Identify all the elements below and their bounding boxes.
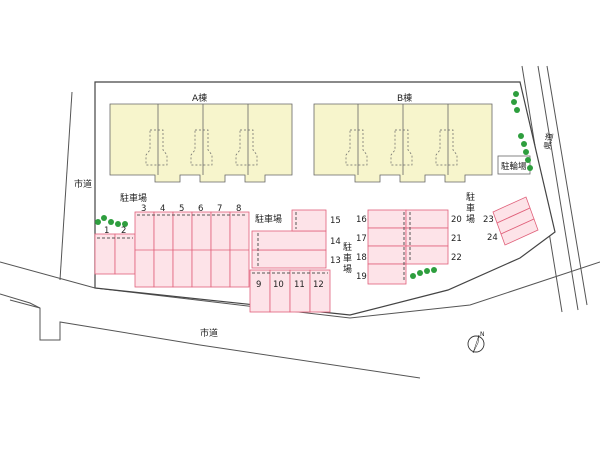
space-13	[251, 249, 327, 269]
side-road-edge	[9, 299, 41, 309]
space-number-9: 9	[256, 280, 261, 290]
space-18	[367, 245, 407, 265]
building-a-stairs	[145, 129, 258, 166]
space-20	[405, 209, 449, 229]
space-number-6: 6	[198, 204, 203, 214]
svg-text:N: N	[480, 331, 485, 338]
space-number-20: 20	[451, 215, 462, 225]
space-number-14: 14	[330, 237, 341, 247]
space-number-11: 11	[294, 280, 305, 290]
space-number-21: 21	[451, 234, 462, 244]
space-12	[309, 269, 331, 313]
space-number-18: 18	[356, 253, 367, 263]
space-number-13: 13	[330, 256, 341, 266]
trees	[95, 91, 533, 279]
svg-text:場: 場	[343, 263, 352, 275]
space-5	[172, 211, 193, 288]
city-road-west-edge	[59, 91, 73, 281]
space-1	[94, 233, 116, 275]
svg-text:駐: 駐	[343, 241, 352, 253]
building-b	[313, 103, 493, 183]
space-number-19: 19	[356, 272, 367, 282]
space-number-24: 24	[487, 233, 498, 243]
building-b-label: B棟	[397, 92, 412, 104]
svg-text:駐: 駐	[466, 191, 475, 203]
prefectural-road-edge-2	[537, 65, 579, 311]
city-road-south-upper-edge	[0, 261, 600, 319]
space-14	[251, 230, 327, 251]
city-road-south-lower-edge	[0, 293, 421, 379]
space-6	[191, 211, 212, 288]
parking-markers	[97, 212, 411, 282]
space-10	[269, 269, 291, 313]
space-17	[367, 227, 407, 247]
road-label-city-west: 市道	[74, 178, 92, 190]
space-19	[367, 263, 407, 285]
space-number-2: 2	[121, 226, 126, 236]
parking-label-left: 駐車場	[120, 192, 147, 204]
space-number-15: 15	[330, 216, 341, 226]
space-11	[289, 269, 311, 313]
space-number-1: 1	[104, 226, 109, 236]
parking-label-center: 駐車場	[255, 213, 282, 225]
space-9	[249, 269, 271, 313]
svg-text:県道: 県道	[542, 131, 556, 150]
building-a	[109, 103, 293, 183]
space-24b	[500, 218, 539, 246]
compass-north-icon: N	[467, 331, 485, 354]
space-number-22: 22	[451, 253, 462, 263]
svg-text:車: 車	[466, 202, 475, 214]
space-numbers: 1 2 3 4 5 6 7 8 9 10 11 12 13 14 15 16 1…	[104, 204, 498, 290]
space-number-7: 7	[217, 204, 222, 214]
parking-label-right-vertical: 駐 車 場	[466, 191, 475, 225]
space-number-4: 4	[160, 204, 165, 214]
building-a-label: A棟	[192, 92, 207, 104]
space-15	[291, 209, 327, 232]
space-16	[367, 209, 407, 229]
building-b-stairs	[345, 129, 458, 166]
space-8	[229, 211, 250, 288]
space-22	[405, 245, 449, 265]
space-number-16: 16	[356, 215, 367, 225]
space-number-12: 12	[313, 280, 324, 290]
space-number-10: 10	[273, 280, 284, 290]
road-label-prefectural: 県道	[542, 131, 556, 150]
space-3	[134, 211, 155, 288]
road-label-city-south: 市道	[200, 327, 218, 339]
svg-text:場: 場	[466, 213, 475, 225]
space-number-3: 3	[141, 204, 146, 214]
space-21	[405, 227, 449, 247]
parking-label-middle-vertical: 駐 車 場	[343, 241, 352, 275]
bicycle-parking-label: 駐輪場	[501, 161, 527, 172]
space-number-23: 23	[483, 215, 494, 225]
svg-text:車: 車	[343, 252, 352, 264]
space-number-8: 8	[236, 204, 241, 214]
space-4	[153, 211, 174, 288]
space-2	[114, 233, 136, 275]
parking-spaces	[94, 196, 539, 313]
prefectural-road-edge-3	[546, 65, 588, 306]
space-number-17: 17	[356, 234, 367, 244]
space-number-5: 5	[179, 204, 184, 214]
space-7	[210, 211, 231, 288]
